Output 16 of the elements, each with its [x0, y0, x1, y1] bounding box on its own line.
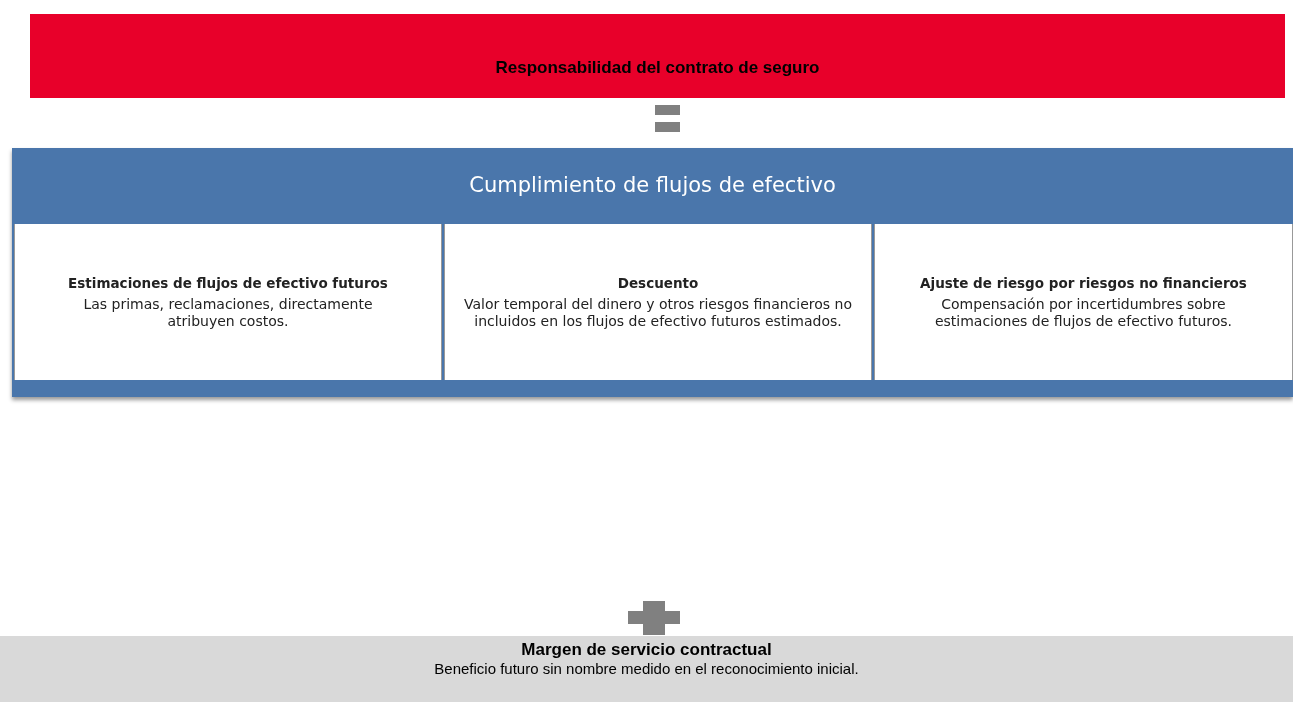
card-description: Compensación por incertidumbres sobre estimaciones de flujos de efectivo futuros. — [933, 295, 1234, 330]
card-description: Valor temporal del dinero y otros riesgos financieros no incluidos en los flujos de efectivo futuros estimados. — [463, 295, 853, 330]
info-card — [444, 224, 872, 380]
heading: Responsabilidad del contrato de seguro — [494, 58, 821, 78]
card-heading: Ajuste de riesgo por riesgos no financieros — [920, 274, 1247, 291]
title-banner — [30, 14, 1285, 98]
section-panel — [12, 148, 1293, 397]
card-description: Las primas, reclamaciones, directamente atribuyen costos. — [82, 295, 374, 330]
card-heading: Descuento — [617, 274, 699, 291]
info-card — [874, 224, 1293, 380]
heading: Margen de servicio contractual — [521, 640, 772, 660]
card-heading: Estimaciones de flujos de efectivo futuros — [68, 274, 388, 291]
description: Beneficio futuro sin nombre medido en el reconocimiento inicial. — [434, 660, 859, 677]
info-card — [14, 224, 442, 380]
heading: Cumplimiento de flujos de efectivo — [469, 173, 836, 197]
footer-panel — [0, 636, 1293, 702]
